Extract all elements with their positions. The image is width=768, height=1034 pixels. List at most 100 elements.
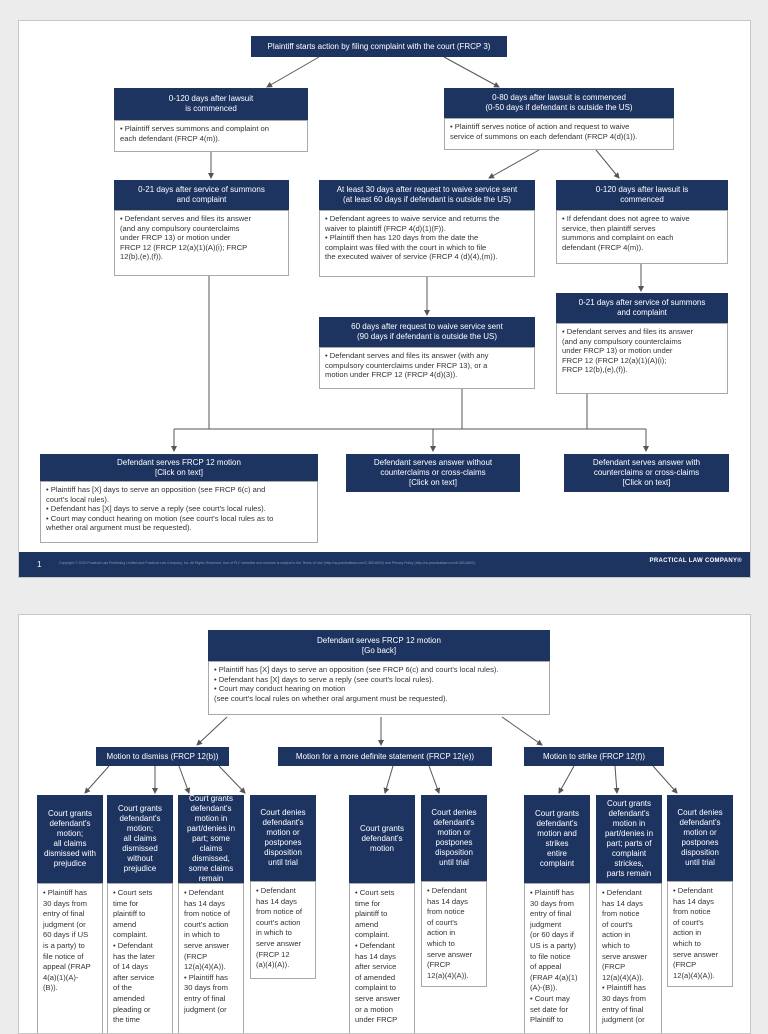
motion-to-dismiss: Motion to dismiss (FRCP 12(b)) <box>96 747 229 766</box>
text-line: all claims <box>53 839 87 848</box>
text-line: motion under FRCP 12 (FRCP 4(d)(3)). <box>325 370 458 380</box>
text-line: action in <box>602 930 631 940</box>
text-line: parts remain <box>606 869 652 878</box>
text-line: entry of final <box>530 909 572 919</box>
text-line: • Plaintiff serves summons and complaint… <box>120 124 269 133</box>
text-line: • Court sets <box>355 888 395 897</box>
text-line: 30 days from <box>602 993 646 1003</box>
text-line: (and any compulsory counterclaims <box>120 223 240 233</box>
text-line: which to <box>427 938 455 948</box>
text-line: • If defendant does not agree to waive <box>562 214 690 223</box>
answer-with-cc-box[interactable]: Defendant serves answer with counterclai… <box>564 454 729 492</box>
click-on-text-link[interactable]: [Click on text] <box>154 467 203 477</box>
text-line: pleading or <box>113 1004 151 1014</box>
start-box: Plaintiff starts action by filing compla… <box>251 36 507 57</box>
text-line: Defendant serves answer without <box>373 458 493 467</box>
answer-without-cc-box[interactable]: Defendant serves answer without counterc… <box>346 454 520 492</box>
text-line: 0-80 days after lawsuit is commenced <box>492 93 626 102</box>
text-line: of the <box>113 983 132 993</box>
text-line: has 14 days <box>355 951 396 961</box>
right-h1: 0-80 days after lawsuit is commenced (0-… <box>444 88 674 118</box>
text-line: claims <box>199 844 223 853</box>
text-line: after service <box>355 962 397 972</box>
text-line: until trial <box>439 858 469 867</box>
text-line: motion in <box>612 819 646 828</box>
text-line: defendant's <box>608 809 650 818</box>
text-line: motion or <box>683 828 717 837</box>
text-line: postpones <box>681 838 719 847</box>
text-line: 12(a)(4)(A)). <box>673 970 715 980</box>
text-line: the time <box>113 1015 141 1025</box>
text-line: plaintiff to <box>355 909 388 919</box>
text-line: (see court's local rules on whether oral… <box>214 693 448 703</box>
text-line: and complaint <box>176 195 227 204</box>
left-h1: 0-120 days after lawsuit is commenced <box>114 88 308 120</box>
text-line: • Defendant has [X] days to serve a repl… <box>214 674 434 684</box>
text-line: serve answer <box>602 951 648 961</box>
text-line: disposition <box>264 848 302 857</box>
text-line: • Plaintiff has <box>602 983 646 993</box>
text-line: (FRCP <box>184 951 208 961</box>
text-line: • Defendant <box>427 886 467 895</box>
text-line: • Plaintiff has <box>43 888 87 897</box>
far-h2: 0-21 days after service of summons and c… <box>556 293 728 323</box>
text-line: (a)(4)(A)). <box>256 960 290 970</box>
click-on-text-link[interactable]: [Click on text] <box>408 478 457 487</box>
mid-b2: • Defendant serves and files its answer … <box>319 347 535 389</box>
text-line: strickes, <box>614 859 644 868</box>
text-line: whether oral argument must be requested)… <box>46 523 192 533</box>
text-line: or a motion <box>355 1004 393 1014</box>
text-line: (B)). <box>43 983 58 993</box>
text-line: 12(b),(e),(f)). <box>120 252 164 262</box>
text-line: judgment <box>530 919 562 929</box>
text-line: (90 days if defendant is outside the US) <box>356 332 498 341</box>
text-line: defendant's <box>679 818 721 827</box>
text-line: counterclaims or cross-claims <box>380 468 486 477</box>
motion-more-definite: Motion for a more definite statement (FR… <box>278 747 492 766</box>
click-on-text-link[interactable]: [Click on text] <box>622 478 671 487</box>
go-back-link[interactable]: [Go back] <box>361 645 397 655</box>
text-line: some claims <box>188 864 234 873</box>
text-line: motion in <box>194 814 228 823</box>
text-line: set date for <box>530 1004 568 1014</box>
text-line: motion or <box>266 828 300 837</box>
text-line: • Defendant <box>184 888 224 897</box>
left-b1: • Plaintiff serves summons and complaint… <box>114 120 308 152</box>
text-line: entry of final <box>43 909 85 919</box>
text-line: (0-50 days if defendant is outside the U… <box>485 103 633 112</box>
text-line: under FRCP 13) or motion under <box>120 233 231 243</box>
text-line: time for <box>355 898 381 908</box>
text-line: • Plaintiff has [X] days to serve an opp… <box>214 665 499 674</box>
text-line: time for <box>113 898 139 908</box>
motion-link-box[interactable]: Defendant serves FRCP 12 motion [Click o… <box>40 454 318 481</box>
text-line: serve answer <box>427 949 473 959</box>
text-line: Court denies <box>677 808 723 817</box>
text-line: and complaint <box>617 308 667 317</box>
text-line: motion <box>369 844 394 853</box>
flowchart-page-1: Plaintiff starts action by filing compla… <box>18 20 751 578</box>
text-line: waiver to plaintiff (FRCP 4(d)(1)(F)). <box>325 223 446 233</box>
text-line: 30 days from <box>530 898 574 908</box>
text-line: complaint <box>611 849 647 858</box>
text-line: amend <box>113 919 137 929</box>
text-line: part; parts of <box>606 839 652 848</box>
text-line: amended <box>113 993 145 1003</box>
text-line: part/denies in <box>186 824 236 833</box>
text-line: defendant's <box>536 819 578 828</box>
text-line: • Defendant serves and files its answer … <box>325 351 489 360</box>
text-line: under FRCP 13) or motion under <box>562 346 673 356</box>
text-line: entry of final <box>184 993 226 1003</box>
mid-b1: • Defendant agrees to waive service and … <box>319 210 535 277</box>
text-line: in which to <box>256 928 292 938</box>
text-line: (or 60 days if <box>530 930 574 940</box>
text-line: defendant's <box>433 818 475 827</box>
text-line: dismissed, <box>192 854 230 863</box>
text-line: Motion for a more definite statement (FR… <box>295 751 475 761</box>
text-line: • Defendant serves and files its answer <box>562 327 693 336</box>
p2-top-header[interactable]: Defendant serves FRCP 12 motion [Go back… <box>208 630 550 661</box>
